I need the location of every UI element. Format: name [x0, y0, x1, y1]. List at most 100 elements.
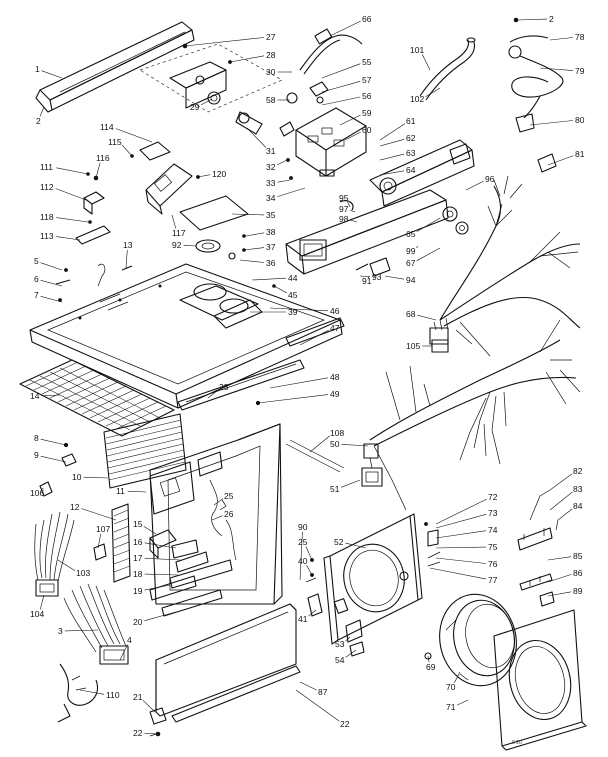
callout-117: 117	[172, 228, 186, 238]
callout-2: 2	[36, 116, 41, 126]
left-wire-bundle	[34, 511, 129, 723]
leader-line-63	[379, 153, 405, 161]
callout-62: 62	[406, 133, 416, 143]
callout-112: 112	[40, 182, 54, 192]
leader-line-78	[549, 37, 574, 41]
leader-line-4	[119, 644, 128, 661]
leader-line-28	[229, 55, 265, 63]
leader-line-74	[435, 530, 487, 539]
leader-line-22	[295, 689, 340, 722]
callout-48: 48	[330, 372, 340, 382]
leader-line-107	[97, 533, 102, 549]
leader-line-7	[40, 296, 63, 303]
callout-116: 116	[96, 153, 110, 163]
callout-96: 96	[485, 174, 495, 184]
callout-74: 74	[488, 525, 498, 535]
callout-104: 104	[30, 609, 44, 619]
callout-80: 80	[575, 115, 585, 125]
leader-line-80	[529, 120, 574, 126]
leader-line-53	[345, 636, 351, 642]
side-louvre-panel	[39, 413, 187, 497]
power-cord-assembly	[235, 28, 363, 135]
callout-87: 87	[318, 687, 328, 697]
callout-97: 97	[339, 204, 349, 214]
callout-3: 3	[58, 626, 63, 636]
callout-113: 113	[40, 231, 54, 241]
callout-labels: 1222728293031323334353637383944454647484…	[30, 14, 585, 738]
callout-81: 81	[575, 149, 585, 159]
control-board	[279, 81, 367, 180]
lower-left-components	[93, 503, 237, 617]
leader-line-83	[549, 491, 573, 511]
leader-line-2	[39, 106, 45, 117]
callout-21: 21	[133, 692, 143, 702]
callout-9: 9	[34, 450, 39, 460]
leader-line-45	[273, 285, 287, 294]
leader-line-26	[211, 515, 223, 521]
top-panel	[29, 263, 343, 409]
callout-84: 84	[573, 501, 583, 511]
callout-65: 65	[406, 229, 416, 239]
leader-line-41	[308, 609, 317, 617]
fill-hose	[419, 37, 476, 101]
callout-77: 77	[488, 575, 498, 585]
leader-line-94	[384, 275, 405, 280]
leader-line-16	[144, 542, 177, 549]
callout-106: 106	[30, 488, 44, 498]
callout-67: 67	[406, 258, 416, 268]
main-wire-harness	[429, 175, 581, 357]
callout-57: 57	[362, 75, 372, 85]
callout-60: 60	[362, 125, 372, 135]
leader-line-69	[427, 655, 430, 663]
leader-line-6	[40, 280, 63, 287]
callout-75: 75	[488, 542, 498, 552]
callout-61: 61	[406, 116, 416, 126]
leader-line-50	[341, 444, 369, 447]
leader-line-49	[257, 394, 329, 404]
callout-90: 90	[298, 522, 308, 532]
leader-line-89	[547, 591, 572, 597]
callout-13: 13	[123, 240, 133, 250]
leader-line-92	[183, 245, 197, 247]
leader-line-116	[95, 162, 101, 179]
leader-line-67	[416, 247, 441, 261]
callout-44: 44	[288, 273, 298, 283]
callout-15: 15	[133, 519, 143, 529]
callout-30: 30	[266, 67, 276, 77]
callout-86: 86	[573, 568, 583, 578]
callout-14: 14	[30, 391, 40, 401]
callout-18: 18	[133, 569, 143, 579]
leader-line-98	[350, 219, 358, 223]
leader-line-15	[143, 526, 157, 535]
callout-38: 38	[266, 227, 276, 237]
leader-line-32	[276, 159, 288, 166]
callout-108: 108	[330, 428, 344, 438]
callout-5: 5	[34, 256, 39, 266]
leader-line-86	[547, 574, 572, 583]
leader-line-54	[345, 649, 357, 658]
callout-31: 31	[266, 146, 276, 156]
callout-46: 46	[330, 306, 340, 316]
leader-line-81	[547, 155, 574, 166]
callout-107: 107	[96, 524, 110, 534]
callout-82: 82	[573, 466, 583, 476]
callout-91: 91	[362, 276, 372, 286]
leader-line-22	[144, 732, 159, 735]
leader-line-120	[197, 174, 211, 178]
leader-line-84	[557, 508, 573, 521]
callout-79: 79	[575, 66, 585, 76]
leader-line-12	[81, 508, 117, 521]
leader-line-51	[341, 479, 361, 488]
leader-line-31	[246, 127, 267, 148]
leader-line-96	[465, 180, 484, 191]
leader-line-93	[359, 275, 371, 277]
leader-line-5	[40, 262, 63, 271]
leader-line-114	[115, 128, 153, 143]
leader-line-21	[142, 700, 156, 713]
callout-11: 11	[116, 486, 125, 496]
leader-line-77	[429, 567, 487, 580]
callout-49: 49	[330, 389, 340, 399]
callout-114: 114	[100, 122, 114, 132]
right-small-parts	[517, 489, 559, 607]
